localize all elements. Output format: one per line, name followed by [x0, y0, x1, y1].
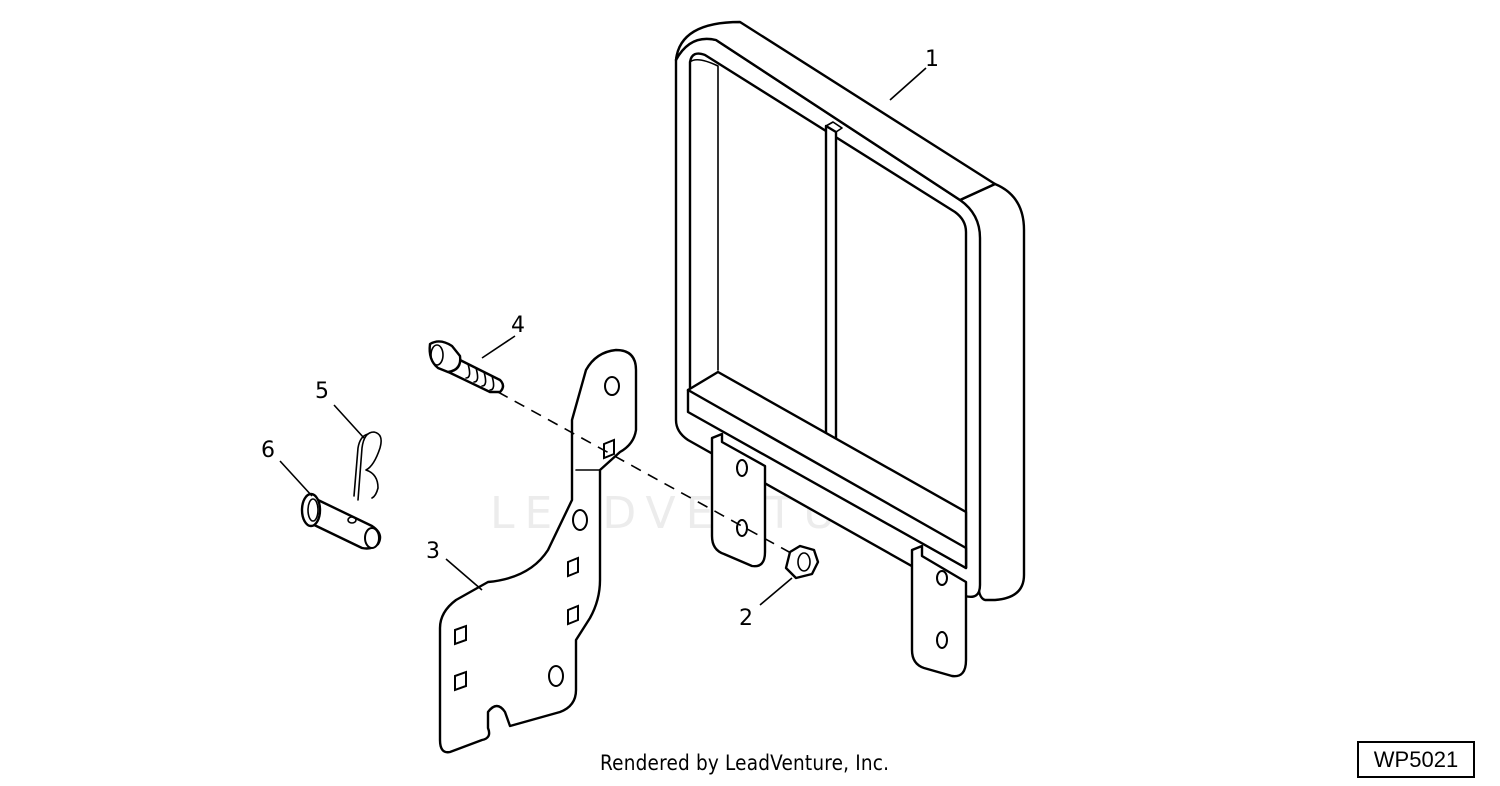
- part-5-hair-pin: [353, 431, 382, 501]
- part-6-clevis-pin: [300, 492, 382, 550]
- leader-3: [445, 558, 483, 591]
- leader-4: [481, 335, 516, 359]
- callout-6: 6: [261, 438, 275, 463]
- leader-5: [333, 404, 365, 439]
- render-credit: Rendered by LeadVenture, Inc.: [600, 751, 890, 775]
- part-2-lock-nut: [784, 544, 820, 580]
- figure-id-box: WP5021: [1357, 741, 1475, 778]
- callout-3: 3: [426, 539, 440, 564]
- part-1-seat-frame: [674, 20, 1026, 678]
- leader-1: [889, 67, 927, 101]
- callout-1: 1: [925, 47, 939, 72]
- leader-6: [279, 460, 313, 497]
- leader-2: [759, 577, 793, 606]
- part-3-bracket: [438, 348, 638, 754]
- callout-4: 4: [511, 313, 525, 338]
- callout-labels: 1 2 3 4 5 6: [261, 47, 939, 631]
- alignment-line: [497, 391, 801, 559]
- leader-lines: [279, 67, 927, 606]
- part-4-bolt: [428, 340, 505, 394]
- callout-5: 5: [315, 379, 329, 404]
- callout-2: 2: [739, 606, 753, 631]
